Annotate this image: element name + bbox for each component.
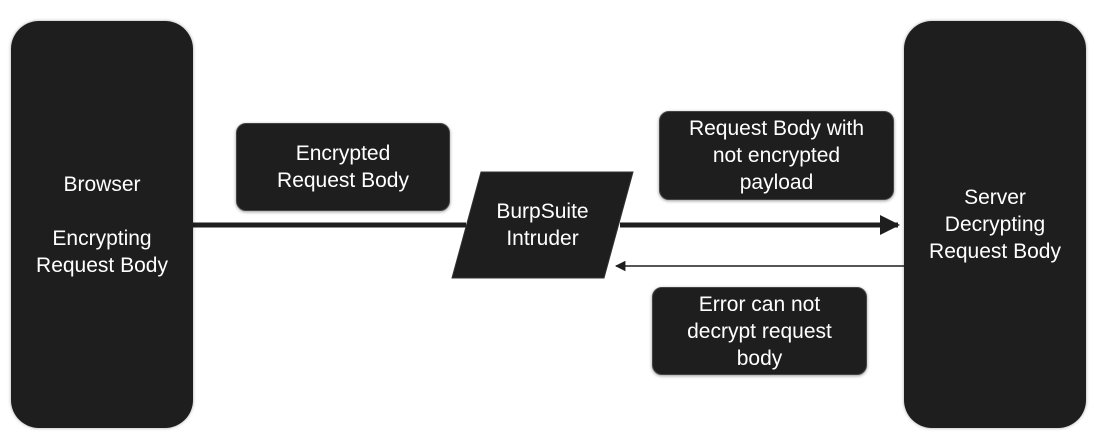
intruder-line1: BurpSuite	[496, 200, 589, 223]
plain-line2: not encrypted	[712, 144, 841, 167]
browser-line1: Encrypting	[52, 226, 152, 250]
browser-title: Browser	[63, 172, 141, 196]
encrypted-line2: Request Body	[277, 169, 409, 192]
browser-node: Browser Encrypting Request Body	[11, 21, 193, 428]
server-line3: Request Body	[929, 240, 1061, 263]
plain-payload-label: Request Body with not encrypted payload	[659, 111, 894, 200]
plain-line1: Request Body with	[688, 117, 865, 140]
error-line2: decrypt request	[687, 319, 832, 343]
error-line3: body	[736, 346, 783, 370]
browser-line2: Request Body	[36, 253, 168, 277]
intruder-shape	[451, 171, 634, 279]
error-line1: Error can not	[698, 292, 821, 316]
error-label: Error can not decrypt request body	[652, 287, 867, 375]
encrypted-line1: Encrypted	[295, 142, 391, 165]
server-line2: Decrypting	[944, 213, 1046, 236]
plain-line3: payload	[739, 171, 814, 194]
server-node: Server Decrypting Request Body	[904, 21, 1086, 428]
encrypted-body-label: Encrypted Request Body	[236, 123, 450, 211]
intruder-line2: Intruder	[506, 227, 579, 250]
intruder-node: BurpSuite Intruder	[452, 172, 633, 278]
server-line1: Server	[964, 186, 1026, 209]
